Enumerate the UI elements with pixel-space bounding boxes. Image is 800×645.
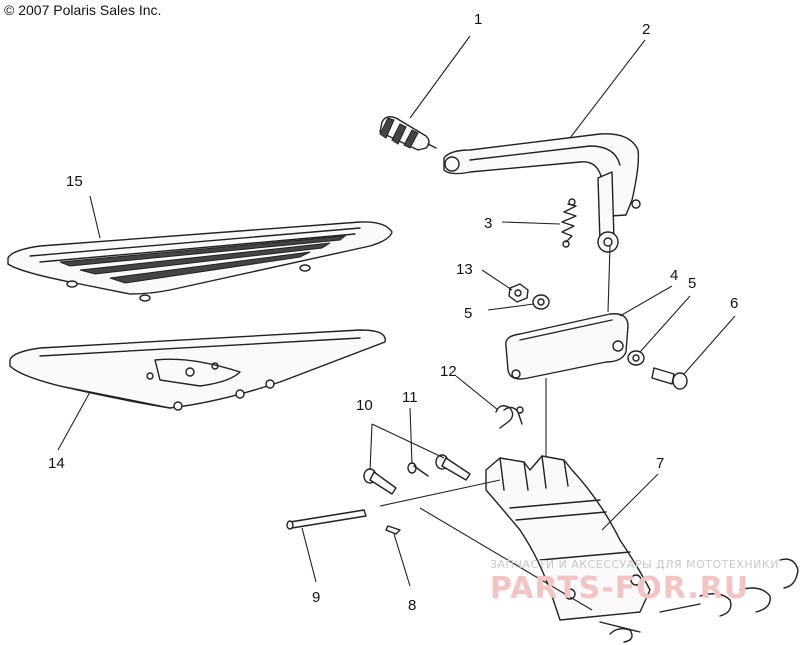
- callout-7: 7: [656, 455, 664, 472]
- callout-9: 9: [312, 589, 320, 606]
- callout-15: 15: [66, 173, 83, 190]
- part-2-brake-pedal[interactable]: [443, 133, 641, 253]
- part-7-mount-block[interactable]: [485, 455, 651, 621]
- part-10-bolt[interactable]: [363, 468, 397, 495]
- part-15-footboard-pad[interactable]: [7, 221, 393, 302]
- part-5-washer-lower[interactable]: [627, 350, 645, 366]
- part-4-bracket[interactable]: [505, 313, 629, 380]
- part-6-bolt[interactable]: [651, 367, 688, 390]
- part-11-screw[interactable]: [407, 462, 429, 477]
- callout-8: 8: [408, 597, 416, 614]
- callout-6: 6: [730, 295, 738, 312]
- callout-4: 4: [670, 267, 678, 284]
- watermark-tagline: ЗАПЧАСТИ И АКСЕССУАРЫ ДЛЯ МОТОТЕХНИКИ: [490, 558, 779, 571]
- callout-1: 1: [474, 11, 482, 28]
- callout-5-upper: 5: [464, 305, 472, 322]
- callout-13: 13: [456, 261, 473, 278]
- part-10-bolt-2[interactable]: [435, 454, 471, 481]
- watermark-logo: PARTS-FOR.RU: [490, 571, 749, 606]
- linkage-partial: [599, 558, 799, 643]
- part-13-nut[interactable]: [508, 283, 529, 303]
- copyright-notice: © 2007 Polaris Sales Inc.: [4, 2, 162, 18]
- part-12-clip[interactable]: [495, 405, 524, 429]
- part-14-footboard-base[interactable]: [9, 329, 386, 411]
- callout-2: 2: [642, 21, 650, 38]
- callout-5-lower: 5: [688, 275, 696, 292]
- part-3-spring[interactable]: [561, 198, 577, 248]
- callout-12: 12: [440, 363, 457, 380]
- part-1-pedal-grip[interactable]: [379, 115, 437, 151]
- callout-10: 10: [356, 397, 373, 414]
- callout-3: 3: [484, 215, 492, 232]
- callout-14: 14: [48, 455, 65, 472]
- callout-11: 11: [402, 389, 418, 406]
- part-8-cotter-pin[interactable]: [385, 525, 401, 535]
- leader-lines: [57, 35, 736, 611]
- part-5-washer-upper[interactable]: [532, 294, 550, 310]
- part-9-pin[interactable]: [286, 509, 367, 530]
